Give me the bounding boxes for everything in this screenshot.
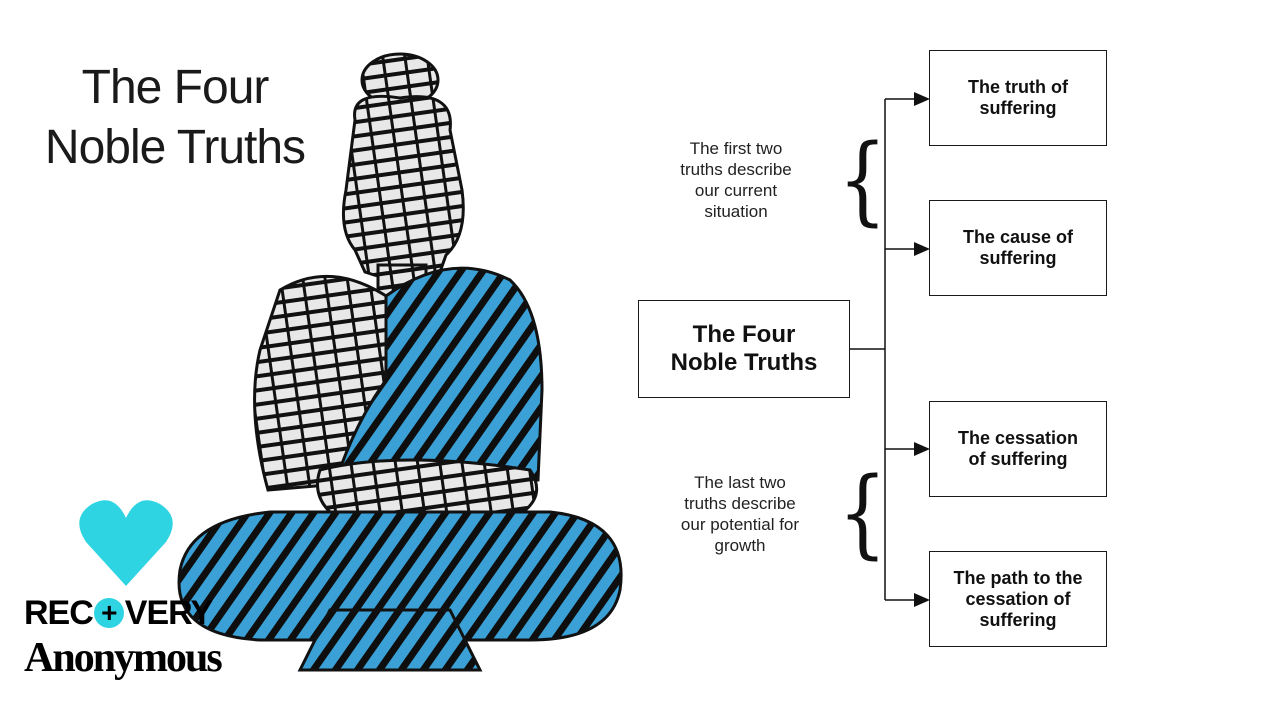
arrow-icon	[914, 242, 930, 256]
note-bottom: The last two truths describe our potenti…	[650, 472, 830, 556]
logo: REC+VERY Anonymous	[20, 498, 240, 698]
note-bottom-line-4: growth	[714, 536, 766, 555]
root-line-1: The Four	[692, 321, 796, 348]
truth-2-line-2: suffering	[979, 248, 1057, 268]
truth-4-line-1: The path to the	[953, 567, 1083, 588]
truth-1-line-1: The truth of	[968, 77, 1068, 97]
title-line-2: Noble Truths	[44, 121, 306, 174]
buddha-illustration	[177, 52, 623, 672]
note-top-line-2: truths describe	[680, 160, 792, 179]
truth-4-line-3: suffering	[979, 609, 1057, 630]
note-bottom-line-1: The last two	[694, 473, 786, 492]
arrow-icon	[914, 92, 930, 106]
logo-subtitle: Anonymous	[24, 635, 223, 681]
truth-box-2: The cause of suffering	[929, 200, 1107, 296]
logo-word-left: REC	[24, 594, 94, 632]
brace-icon: {	[838, 457, 887, 569]
brace-icon: {	[838, 124, 887, 236]
page-title: The Four Noble Truths	[40, 58, 310, 178]
note-top-line-1: The first two	[689, 139, 783, 158]
truth-box-4: The path to the cessation of suffering	[929, 551, 1107, 647]
note-bottom-line-2: truths describe	[684, 494, 796, 513]
truth-box-1: The truth of suffering	[929, 50, 1107, 146]
truth-box-3: The cessation of suffering	[929, 401, 1107, 497]
note-top-line-4: situation	[704, 202, 768, 221]
root-line-2: Noble Truths	[670, 349, 818, 376]
note-top: The first two truths describe our curren…	[650, 138, 822, 222]
arrow-icon	[914, 442, 930, 456]
note-bottom-line-3: our potential for	[680, 515, 800, 534]
truth-2-line-1: The cause of	[962, 227, 1074, 247]
truth-3-line-1: The cessation	[957, 428, 1079, 448]
truth-1-line-2: suffering	[979, 98, 1057, 118]
truth-4-line-2: cessation of	[965, 588, 1071, 609]
logo-wordmark: REC+VERY	[24, 594, 213, 633]
logo-word-right: VERY	[124, 594, 213, 632]
truth-3-line-2: of suffering	[968, 449, 1068, 469]
arrow-icon	[914, 593, 930, 607]
note-top-line-3: our current	[694, 181, 778, 200]
logo-plus-icon: +	[93, 598, 124, 628]
root-box: The Four Noble Truths	[638, 300, 850, 398]
title-line-1: The Four	[81, 61, 270, 114]
heart-icon	[79, 500, 173, 586]
